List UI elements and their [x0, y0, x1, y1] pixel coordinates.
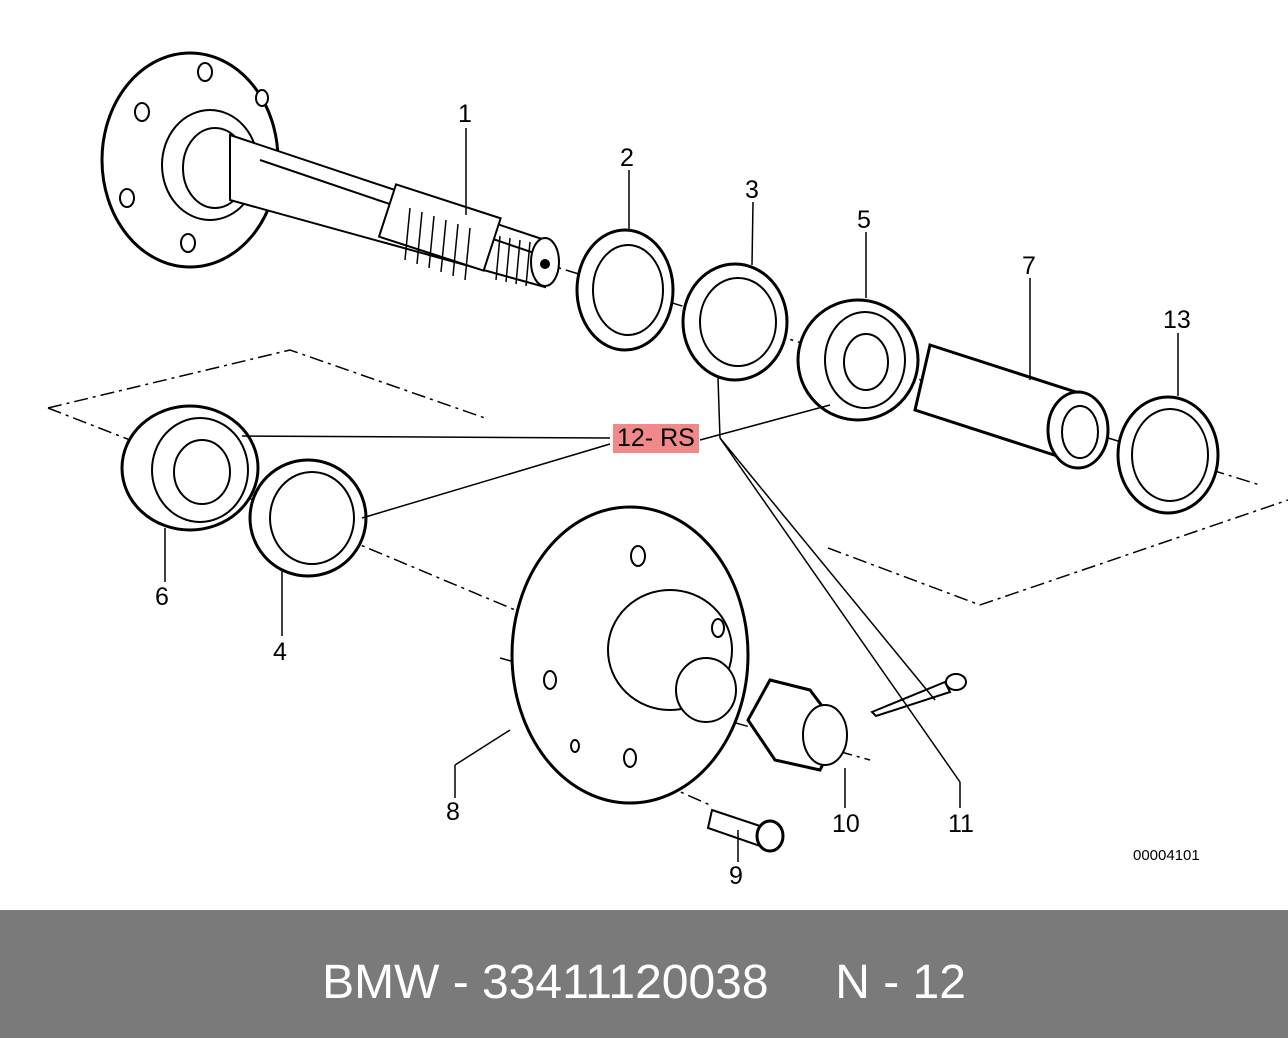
part-7-spacer-sleeve	[913, 343, 1110, 470]
part-5-ball-bearing	[796, 298, 920, 422]
label-part-12-rs: 12- RS	[613, 424, 699, 453]
label-part-1: 1	[458, 100, 472, 128]
part-8-wheel-hub	[510, 505, 750, 805]
label-part-5: 5	[857, 206, 871, 234]
label-part-2: 2	[620, 144, 634, 172]
label-part-7: 7	[1022, 252, 1036, 280]
part-13-ring	[1116, 395, 1220, 515]
parts-diagram: 1 2 3 5 7 13 12- RS 6 4 8 9 10 11 000041…	[47, 51, 1288, 890]
label-part-10: 10	[832, 810, 860, 838]
label-part-13: 13	[1163, 306, 1191, 334]
leader-lines	[164, 128, 1179, 862]
part-1-flange-shaft	[100, 51, 560, 289]
label-part-11: 11	[948, 810, 974, 838]
label-part-6: 6	[155, 583, 169, 611]
label-part-3: 3	[745, 176, 759, 204]
part-11-cotter-pin	[870, 673, 967, 718]
drawing-reference-number: 00004101	[1133, 847, 1200, 864]
label-part-4: 4	[273, 638, 287, 666]
part-number-caption: BMW - 33411120038 N - 12	[322, 956, 966, 1009]
exploded-view-drawing	[47, 51, 1288, 862]
part-9-bolt	[706, 808, 785, 853]
label-part-9: 9	[729, 862, 743, 890]
label-part-8: 8	[446, 798, 460, 826]
caption-bar	[0, 910, 1288, 1038]
part-4-seal	[248, 458, 368, 578]
part-3-ring	[681, 262, 789, 382]
part-2-seal	[575, 228, 675, 352]
part-6-ball-bearing	[120, 404, 260, 532]
part-10-castle-nut	[746, 678, 848, 772]
